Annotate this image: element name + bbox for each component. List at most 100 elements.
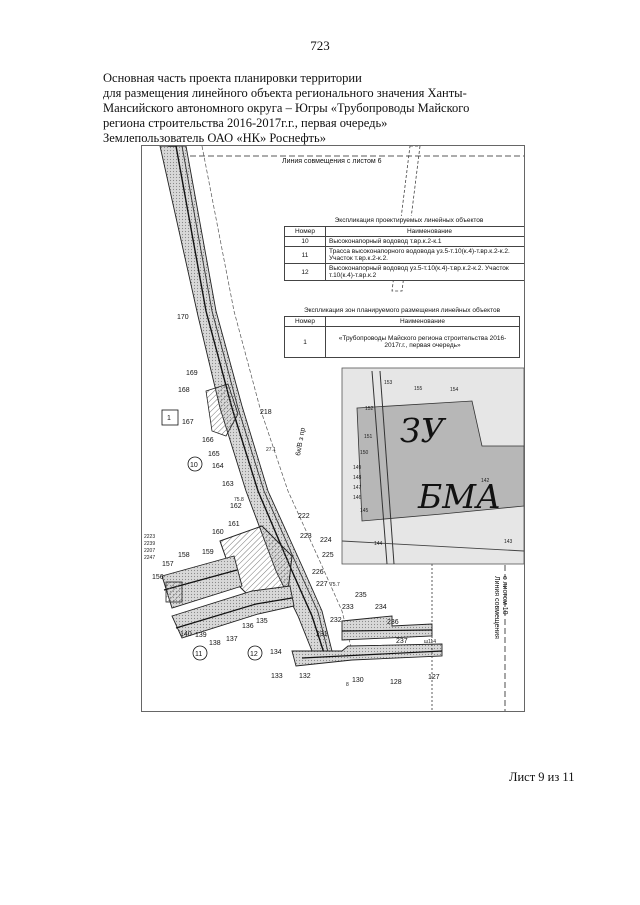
point-labels: 170 169 168 167 166 165 164 163 162 161 … (152, 314, 440, 686)
point-label: 226 (312, 569, 324, 576)
pipeline-line-10b (178, 146, 329, 653)
point-label: 231 (316, 631, 328, 638)
elevation-mark: 2207 (144, 548, 155, 554)
document-header: Основная часть проекта планировки террит… (103, 71, 523, 146)
point-label: 225 (322, 552, 334, 559)
row-number: 10 (284, 236, 326, 247)
point-label: 227 (316, 581, 328, 588)
point-label: 154 (450, 387, 459, 393)
svg-text:1: 1 (167, 415, 171, 422)
pipeline-line-12 (175, 597, 293, 629)
point-label: 134 (270, 649, 282, 656)
point-label: 148 (353, 475, 362, 481)
point-label: 140 (180, 631, 192, 638)
row-name: Высоконапорный водовод уз.5-т.10(к.4)-т.… (325, 263, 524, 281)
point-label: 158 (178, 552, 190, 559)
lower-branch (171, 585, 295, 639)
point-label: 152 (365, 406, 374, 412)
point-label: 163 (222, 481, 234, 488)
line-badge-10: 10 (187, 456, 203, 472)
row-number: 1 (284, 326, 326, 358)
point-label: 237 (396, 638, 408, 645)
elevation-mark: 2239 (144, 541, 155, 547)
point-label: 232 (330, 617, 342, 624)
elevation-mark: 2223 (144, 534, 155, 540)
svg-text:10: 10 (190, 462, 198, 469)
point-label: 145 (360, 508, 369, 514)
point-label: 142 (481, 478, 490, 484)
pipeline-line-10 (168, 146, 325, 654)
point-label: 143 (504, 539, 513, 545)
point-label: 150 (360, 450, 369, 456)
header-line: Землепользователь ОАО «НК» Роснефть» (103, 131, 326, 145)
point-label: 236 (387, 619, 399, 626)
point-label: 138 (209, 640, 221, 647)
table-row: 11 Трасса высоконапорного водовода уз.5-… (284, 246, 524, 264)
point-label: 139 (195, 632, 207, 639)
point-label: 160 (212, 529, 224, 536)
point-label: 224 (320, 537, 332, 544)
column-header: Номер (284, 316, 326, 327)
sheet-label: Лист 9 из 11 (509, 770, 575, 784)
point-label: 161 (228, 521, 240, 528)
point-label: 153 (384, 380, 393, 386)
point-label: 133 (271, 673, 283, 680)
page-number: 723 (310, 38, 330, 53)
point-label: 130 (352, 677, 364, 684)
point-label: 135 (256, 618, 268, 625)
point-label: 168 (178, 387, 190, 394)
point-label: 157 (162, 561, 174, 568)
column-header: Номер (284, 226, 326, 237)
row-number: 11 (284, 246, 326, 264)
elevation-mark: 2247 (144, 555, 155, 561)
zone-badge: 1 (161, 409, 179, 426)
row-number: 12 (284, 263, 326, 281)
point-label: 165 (208, 451, 220, 458)
point-label: 162 (230, 503, 242, 510)
elevation-mark: 27.1 (266, 447, 276, 453)
pipeline-bottom (301, 650, 443, 659)
point-label: 146 (353, 495, 362, 501)
point-label: 167 (182, 419, 194, 426)
point-label: 144 (374, 541, 383, 547)
header-line: для размещения линейного объекта региона… (103, 86, 467, 100)
row-name: Высоконапорный водовод т.вр.к.2-к.1 (325, 236, 524, 247)
table-row: 10 Высоконапорный водовод т.вр.к.2-к.1 (284, 236, 524, 247)
elevation-mark: ш114 (424, 639, 436, 645)
point-label: 223 (300, 533, 312, 540)
point-label: 235 (355, 592, 367, 599)
top-match-line-label: Линия совмещения с листом 6 (282, 158, 382, 165)
small-marks: 2223 2239 2207 2247 27.1 75.8 75.7 ш114 … (144, 447, 436, 688)
inset-point-labels: 153 155 154 152 151 150 149 148 147 146 … (353, 380, 513, 547)
elevation-mark: 75.8 (234, 497, 244, 503)
point-label: 170 (177, 314, 189, 321)
point-label: 222 (298, 513, 310, 520)
right-match-line-label-2: с листом 10 (501, 576, 508, 615)
line-badge-12: 12 (247, 645, 263, 661)
table-row: 1 «Трубопроводы Майского региона строите… (284, 326, 520, 358)
inset-text-zu: ЗУ (400, 411, 447, 450)
point-label: 136 (242, 623, 254, 630)
row-name: Трасса высоконапорного водовода уз.5-т.1… (325, 246, 524, 264)
table-caption: Экспликация проектируемых линейных объек… (334, 217, 484, 224)
point-label: 233 (342, 604, 354, 611)
inset-map: ЗУ БМА (341, 367, 524, 565)
column-header: Наименование (325, 226, 524, 237)
line-badge-11: 11 (192, 645, 208, 661)
point-label: 164 (212, 463, 224, 470)
point-label: 127 (428, 674, 440, 681)
pipeline-right (341, 629, 433, 632)
point-label: 147 (353, 485, 362, 491)
zones-table: Экспликация зон планируемого размещения … (284, 306, 520, 358)
corridor-boundary (201, 146, 353, 652)
road-label: 6к/В з пр (295, 427, 307, 456)
point-label: 155 (414, 386, 423, 392)
right-match-line-label-1: Линия совмещения (493, 576, 500, 639)
elevation-mark: 75.7 (330, 582, 340, 588)
point-label: 159 (202, 549, 214, 556)
header-line: региона строительства 2016-2017г.г., пер… (103, 116, 388, 130)
planning-map: Линия совмещения с листом 6 Линия совмещ… (141, 145, 525, 712)
table-caption: Экспликация зон планируемого размещения … (303, 307, 501, 314)
elevation-mark: 8 (346, 682, 349, 688)
point-label: 218 (260, 409, 272, 416)
